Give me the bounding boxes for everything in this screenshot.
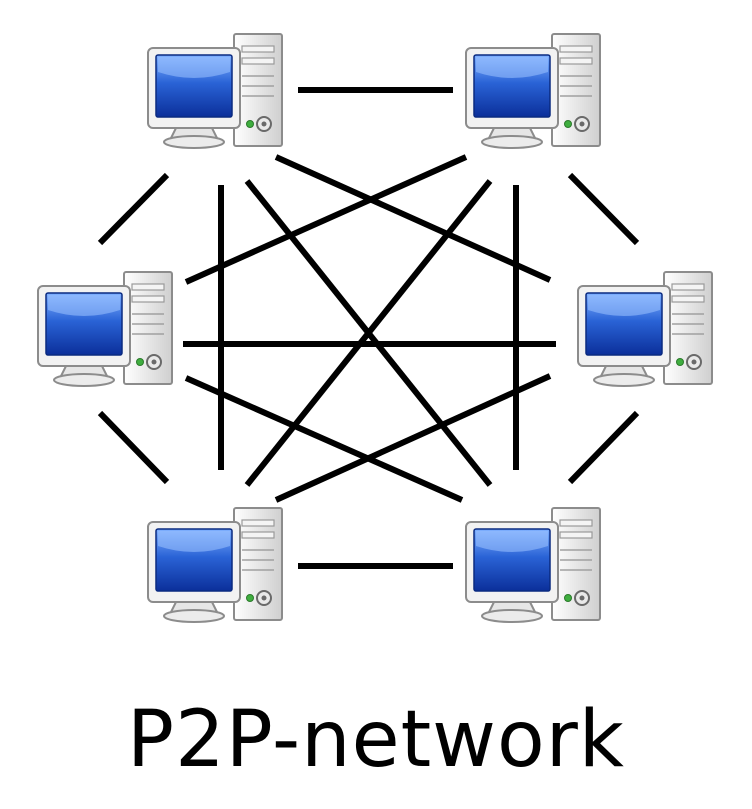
- diagram-caption: P2P-network: [127, 695, 625, 785]
- link-pc-top-left-pc-middle-right: [274, 154, 552, 283]
- desktop-computer-icon: [37, 271, 173, 387]
- desktop-computer-icon: [147, 507, 283, 623]
- link-pc-top-right-pc-middle-left: [184, 154, 468, 285]
- link-pc-middle-left-pc-bottom-right: [184, 375, 464, 503]
- link-pc-top-right-pc-bottom-left: [244, 179, 493, 487]
- desktop-computer-icon: [465, 507, 601, 623]
- desktop-computer-icon: [147, 33, 283, 149]
- link-pc-middle-right-pc-bottom-right: [567, 410, 640, 485]
- link-pc-top-right-pc-middle-right: [567, 172, 640, 246]
- desktop-computer-icon: [577, 271, 713, 387]
- link-pc-middle-left-pc-bottom-left: [97, 410, 170, 485]
- p2p-network-diagram: [37, 33, 713, 623]
- links-layer: [97, 87, 640, 569]
- link-pc-middle-right-pc-bottom-left: [274, 373, 552, 503]
- link-pc-top-left-pc-middle-left: [97, 172, 170, 246]
- desktop-computer-icon: [465, 33, 601, 149]
